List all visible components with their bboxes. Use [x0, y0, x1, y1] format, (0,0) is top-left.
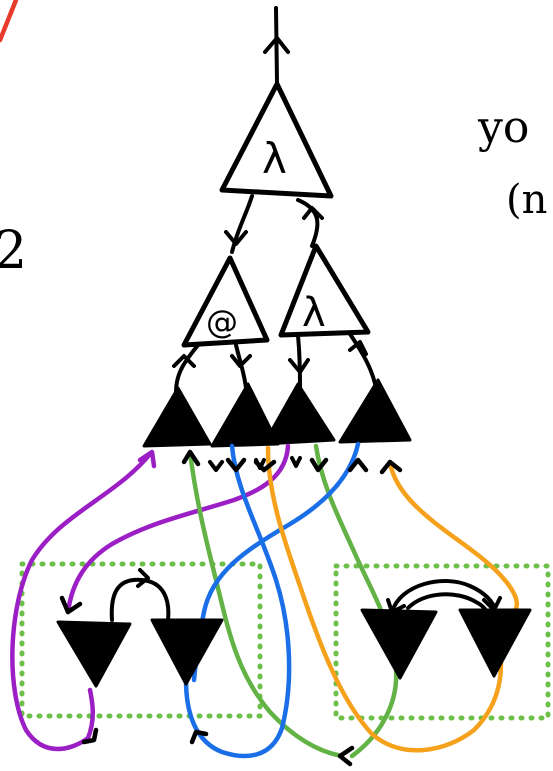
arrow-lambda-to-dup3 [288, 358, 310, 374]
blue-arrow-a [225, 457, 247, 473]
right-margin-text-top: yo [477, 102, 529, 153]
arrow-top-to-inner-lambda [302, 206, 324, 220]
duplicator-node-4 [338, 378, 412, 444]
application-label: @ [206, 303, 238, 341]
left-margin-text: 2 [0, 221, 27, 281]
wire-lambda-to-dup3 [296, 334, 302, 390]
bottom-node-right-1 [360, 608, 438, 680]
root-arrowhead [263, 36, 290, 54]
blue-wire-a [183, 443, 292, 759]
loop-right-arrow-2 [482, 596, 502, 612]
inner-lambda-label: λ [302, 290, 326, 336]
blue-arrow-b [347, 457, 369, 473]
blue-wire-b [191, 441, 361, 683]
duplicator-node-2 [210, 382, 280, 448]
purple-arrow-a2 [81, 727, 99, 745]
arrow-top-to-app [224, 230, 248, 246]
arrow-lambda-to-dup4 [348, 340, 368, 356]
wire-lambda-to-dup4 [348, 332, 378, 390]
inner-lambda-node [278, 243, 371, 338]
duplicator-node-3 [262, 382, 336, 446]
loop-right-outer [390, 579, 498, 614]
bottom-node-left-2 [150, 618, 224, 686]
orange-wire-a [265, 445, 504, 753]
arrow-app-to-dup1 [172, 354, 196, 368]
purple-arrow-a [137, 449, 157, 469]
loop-left-arrow [136, 568, 150, 588]
green-arrow-a2 [337, 745, 355, 767]
bottom-node-right-2 [458, 608, 532, 678]
top-lambda-node [219, 81, 334, 199]
duplicator-node-1 [142, 386, 212, 448]
wire-app-to-dup1 [174, 343, 200, 394]
wire-top-to-app [230, 194, 254, 254]
arrow-app-to-dup2 [230, 354, 252, 368]
green-arrow-a [181, 449, 201, 467]
purple-wire-a [10, 451, 153, 752]
application-node [181, 255, 270, 348]
notch-2 [254, 458, 266, 470]
wire-top-to-inner-lambda [296, 198, 320, 248]
right-dotted-box [333, 563, 551, 721]
left-dotted-box [19, 561, 263, 719]
purple-arrow-b [59, 595, 83, 615]
loop-right-arrow-1 [386, 598, 406, 614]
right-margin-text-bottom: (n [506, 177, 547, 223]
notch-1 [208, 460, 224, 472]
orange-wire-b [387, 459, 519, 615]
green-arrow-b [309, 457, 329, 473]
root-wire [274, 6, 279, 84]
notch-3 [290, 456, 302, 468]
loop-left-pair [109, 577, 171, 622]
red-stroke [0, 0, 19, 43]
green-wire-a [187, 449, 345, 759]
top-lambda-label: λ [262, 134, 287, 183]
bottom-node-left-1 [56, 620, 132, 688]
orange-arrow-b [379, 459, 403, 475]
loop-right-inner [406, 592, 490, 618]
blue-arrow-a2 [189, 729, 209, 745]
